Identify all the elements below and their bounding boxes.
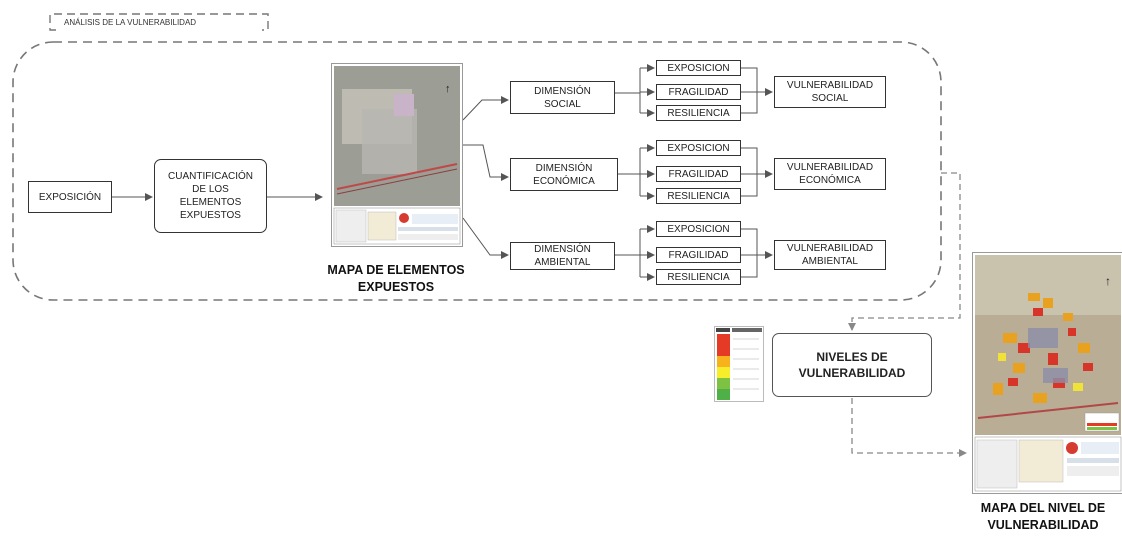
- vulnerabilidad-social-box: VULNERABILIDAD SOCIAL: [774, 76, 886, 108]
- vulnerability-analysis-group: [12, 41, 942, 301]
- svg-text:↑: ↑: [1105, 274, 1111, 288]
- arrow-map-to-ambiental: [462, 217, 509, 259]
- legend-swatch: [717, 378, 730, 389]
- legend-swatch: [717, 367, 730, 378]
- legend-swatch: [717, 334, 730, 345]
- economica-resiliencia-box: RESILIENCIA: [656, 188, 741, 204]
- vulnerabilidad-ambiental-box: VULNERABILIDAD AMBIENTAL: [774, 240, 886, 270]
- vulnerabilidad-economica-box: VULNERABILIDAD ECONÓMICA: [774, 158, 886, 190]
- map1-logo-icon: [399, 213, 409, 223]
- legend-swatch: [717, 345, 730, 356]
- dashed-connector-niveles-to-map2: [851, 398, 967, 457]
- economica-exposicion-box: EXPOSICION: [656, 140, 741, 156]
- dimension-economica-box: DIMENSIÓN ECONÓMICA: [510, 158, 618, 191]
- economica-merge: [741, 147, 758, 197]
- social-fragilidad-box: FRAGILIDAD: [656, 84, 741, 100]
- arrow-map-to-economica: [463, 144, 509, 181]
- social-exposicion-box: EXPOSICION: [656, 60, 741, 76]
- section-label: ANÁLISIS DE LA VULNERABILIDAD: [64, 18, 197, 27]
- map2-logo-icon: [1066, 442, 1078, 454]
- ambiental-fragilidad-box: FRAGILIDAD: [656, 247, 741, 263]
- svg-text:↑: ↑: [445, 83, 451, 95]
- social-merge: [741, 67, 758, 114]
- niveles-vulnerabilidad-box: NIVELES DE VULNERABILIDAD: [772, 333, 932, 397]
- dimension-social-box: DIMENSIÓN SOCIAL: [510, 81, 615, 114]
- economica-fragilidad-box: FRAGILIDAD: [656, 166, 741, 182]
- dashed-connector-group-to-niveles: [848, 172, 961, 331]
- ambiental-exposicion-box: EXPOSICION: [656, 221, 741, 237]
- ambiental-merge: [741, 228, 758, 278]
- exposicion-box: EXPOSICIÓN: [28, 181, 112, 213]
- elementos-expuestos-map: ↑: [331, 63, 463, 247]
- map2-caption: MAPA DEL NIVEL DE VULNERABILIDAD: [980, 501, 1106, 532]
- cuantificacion-box: CUANTIFICACIÓN DE LOS ELEMENTOS EXPUESTO…: [154, 159, 267, 233]
- dimension-ambiental-box: DIMENSIÓN AMBIENTAL: [510, 242, 615, 270]
- section-label-frame: [49, 13, 269, 31]
- legend-swatch: [717, 356, 730, 367]
- social-resiliencia-box: RESILIENCIA: [656, 105, 741, 121]
- vulnerability-levels-legend: [714, 326, 764, 402]
- legend-swatch: [717, 389, 730, 400]
- map1-caption: MAPA DE ELEMENTOS EXPUESTOS: [327, 263, 465, 294]
- nivel-vulnerabilidad-map: ↑: [972, 252, 1122, 494]
- arrow-map-to-social: [462, 96, 509, 121]
- ambiental-resiliencia-box: RESILIENCIA: [656, 269, 741, 285]
